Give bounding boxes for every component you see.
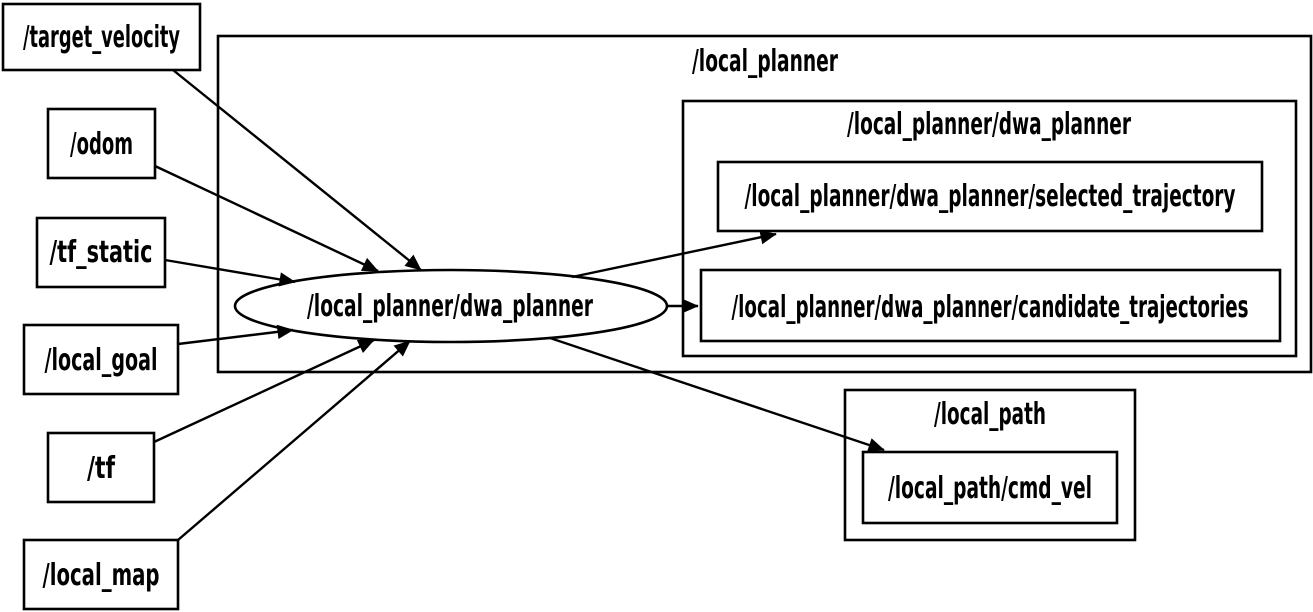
cluster-label-local-path: /local_path: [934, 397, 1046, 432]
topic-label-cmd-vel: /local_path/cmd_vel: [888, 471, 1092, 506]
edge-local-goal-to-dwa-planner: [177, 324, 294, 346]
edge-dwa-planner-to-selected-trajectory: [571, 230, 777, 279]
edge-tf-static-to-dwa-planner: [164, 258, 296, 287]
topic-box-odom: [46, 107, 157, 180]
edge-odom-to-dwa-planner: [154, 164, 379, 273]
topic-label-odom: /odom: [70, 127, 133, 162]
edge-dwa-planner-to-cmd-vel: [549, 336, 885, 452]
topic-label-tf: /tf: [87, 451, 116, 486]
node-label-dwa-planner: /local_planner/dwa_planner: [307, 289, 593, 324]
topic-label-selected-trajectory: /local_planner/dwa_planner/selected_traj…: [745, 179, 1236, 214]
topic-label-local-goal: /local_goal: [45, 343, 158, 378]
cluster-label-local-planner-dwa-planner: /local_planner/dwa_planner: [847, 107, 1131, 142]
topic-box-target-velocity: [1, 2, 202, 72]
cluster-box-local-path: [843, 388, 1137, 542]
topic-box-tf: [46, 431, 156, 504]
edge-tf-to-dwa-planner: [153, 338, 375, 444]
edge-local-map-to-dwa-planner: [177, 340, 411, 541]
topic-box-candidate-trajectories: [699, 268, 1282, 343]
topic-label-candidate-trajectories: /local_planner/dwa_planner/candidate_tra…: [732, 290, 1249, 325]
topic-box-cmd-vel: [861, 450, 1119, 525]
cluster-box-local-planner: [216, 34, 1313, 374]
topic-label-local-map: /local_map: [43, 558, 160, 593]
topic-box-local-goal: [22, 323, 180, 396]
edge-target-velocity-to-dwa-planner: [172, 69, 422, 271]
topic-label-target-velocity: /target_velocity: [23, 20, 180, 55]
cluster-label-local-planner: /local_planner: [692, 44, 838, 79]
topic-box-selected-trajectory: [716, 160, 1264, 233]
topic-box-local-map: [22, 538, 180, 611]
topic-box-tf-static: [35, 216, 167, 289]
cluster-box-local-planner-dwa-planner: [681, 99, 1298, 358]
topic-label-tf-static: /tf_static: [50, 235, 153, 270]
